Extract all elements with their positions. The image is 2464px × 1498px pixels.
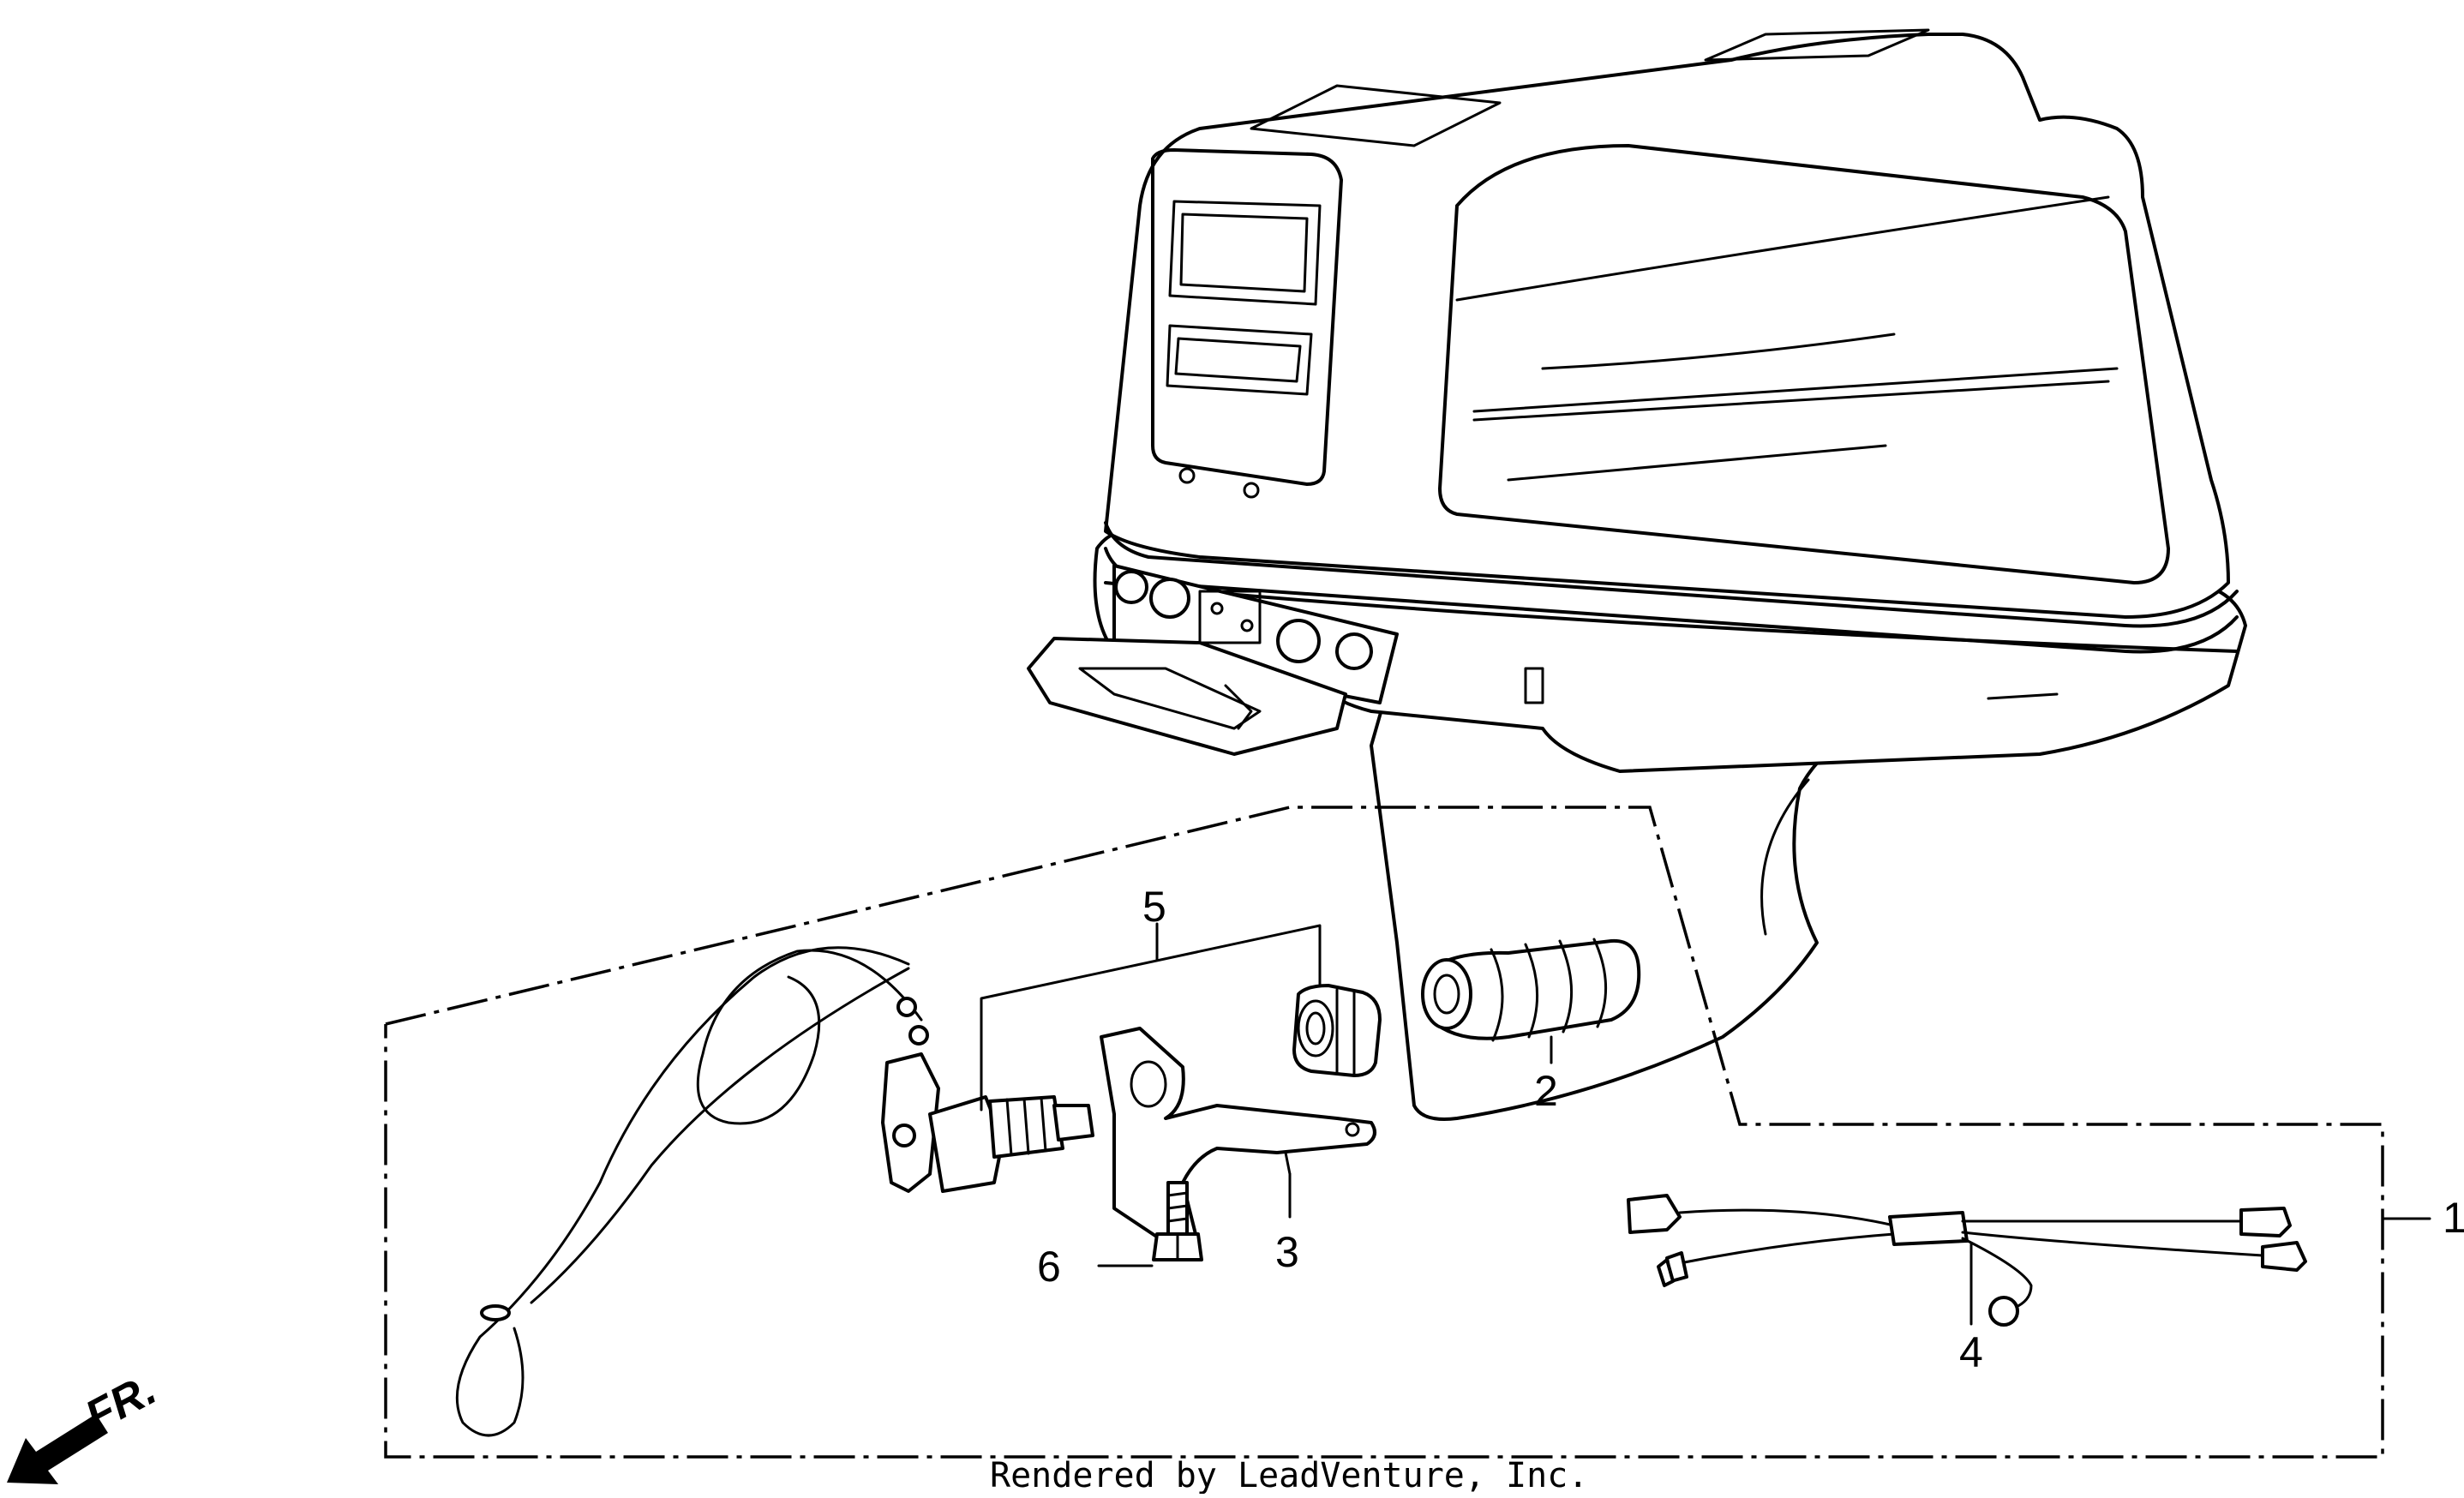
- callout-5: 5: [1142, 883, 1166, 931]
- part-5-stop-switch: [455, 924, 1322, 1437]
- part-4-wire-harness: [1627, 1194, 2307, 1327]
- direction-marker: FR.: [7, 1364, 165, 1484]
- arrow-down-left-icon: [7, 1414, 108, 1484]
- part-5-ring-nut: [1292, 984, 1382, 1077]
- callout-3: 3: [1275, 1228, 1299, 1276]
- part-2-rubber-grommet: [1421, 938, 1641, 1064]
- callout-6: 6: [1037, 1243, 1061, 1291]
- kit-boundary-outline: [384, 806, 2384, 1459]
- callout-1: 1: [2443, 1194, 2464, 1242]
- part-6-bolt: [1097, 1181, 1203, 1267]
- render-credit: Rendered by LeadVenture, Inc.: [990, 1456, 1588, 1494]
- callout-4: 4: [1959, 1328, 1983, 1376]
- callout-2: 2: [1534, 1067, 1558, 1115]
